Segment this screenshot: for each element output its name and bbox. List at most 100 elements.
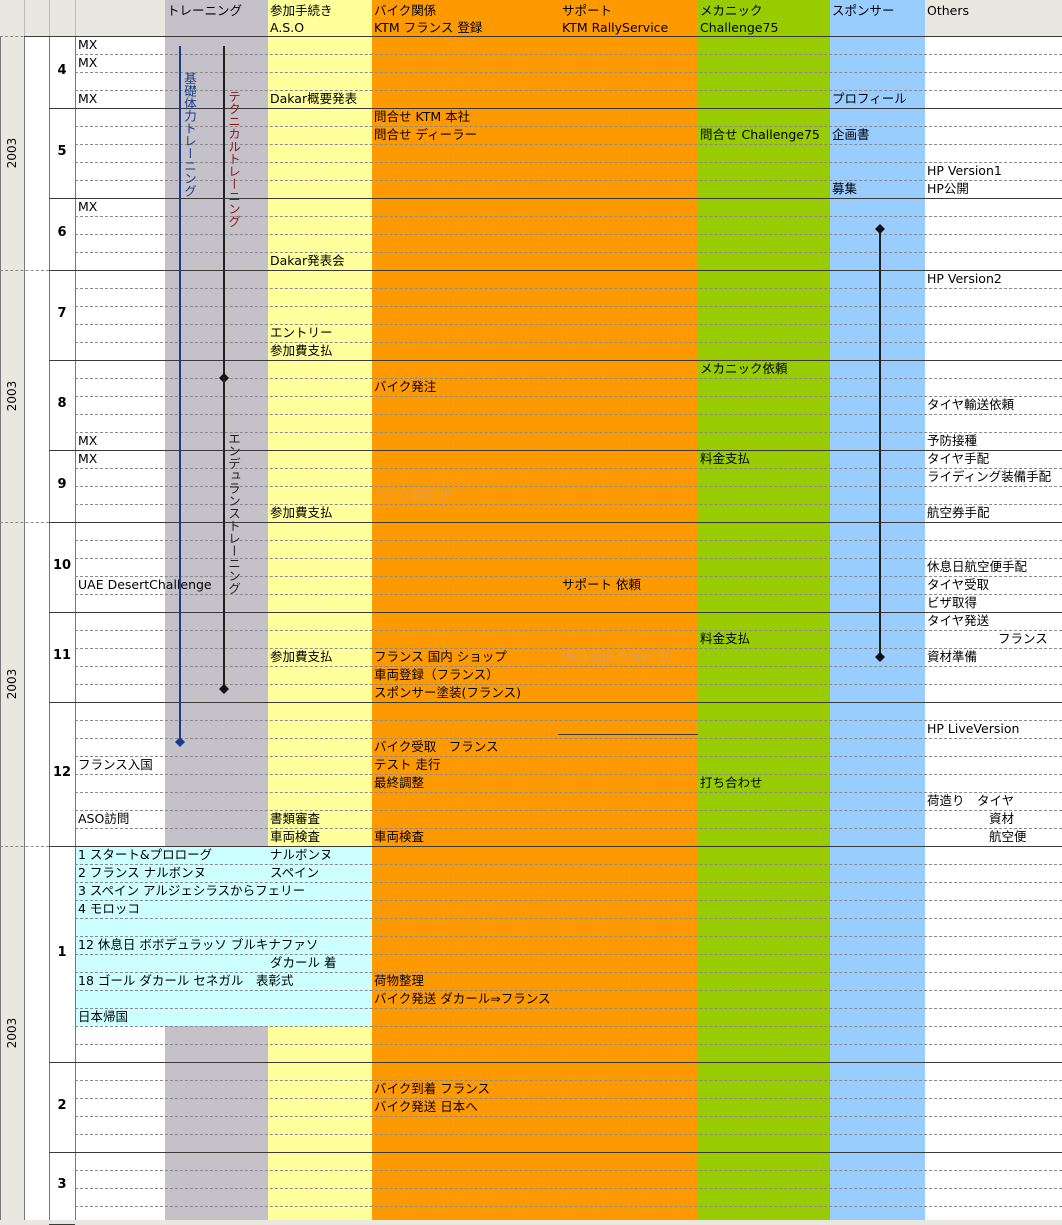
row-line <box>75 288 1062 289</box>
row-line <box>75 828 1062 829</box>
row-line <box>75 270 1062 271</box>
schedule-entry: フランス 国内 ショップ <box>374 649 507 664</box>
month-label: 12 <box>52 765 72 780</box>
schedule-entry: 航空便 <box>989 829 1027 844</box>
header-bike-sub: KTM フランス 登録 <box>374 20 483 35</box>
row-line <box>75 216 1062 217</box>
row-line <box>75 414 1062 415</box>
schedule-entry: 問合せ KTM 本社 <box>374 109 471 124</box>
row-line <box>75 954 1062 955</box>
row-line <box>75 378 1062 379</box>
schedule-entry: 車両検査 <box>270 829 321 844</box>
row-line <box>75 90 1062 91</box>
row-line <box>75 774 1062 775</box>
schedule-entry: スポンサー塗装(フランス) <box>374 685 522 700</box>
row-line <box>75 306 1062 307</box>
row-line <box>75 630 1062 631</box>
schedule-entry: プロフィール <box>832 91 907 106</box>
col-divider <box>75 0 76 36</box>
row-line <box>75 432 1062 433</box>
year-label: 2003 <box>0 846 24 1220</box>
support-divider <box>558 734 698 735</box>
header-entry-sub: A.S.O <box>270 20 305 35</box>
row-line <box>75 396 1062 397</box>
schedule-entry: バイク到着 フランス <box>374 1081 490 1096</box>
month-line <box>49 270 75 271</box>
schedule-entry: 3 スペイン アルジェシラスからフェリー <box>78 883 306 898</box>
row-line <box>75 1152 1062 1153</box>
schedule-entry: HP公開 <box>927 181 969 196</box>
header-mechanic: メカニック <box>700 3 763 18</box>
row-line <box>75 864 1062 865</box>
month-label: 1 <box>57 945 67 960</box>
row-line <box>75 936 1062 937</box>
schedule-entry: HP LiveVersion <box>927 721 1020 736</box>
year-text: 2003 <box>5 137 19 169</box>
schedule-entry: MX <box>78 451 98 466</box>
row-line <box>75 108 1062 109</box>
month-label: 5 <box>57 144 67 159</box>
schedule-entry: タイヤ手配 <box>927 451 990 466</box>
row-line <box>75 1188 1062 1189</box>
month-line <box>49 702 75 703</box>
schedule-entry: 問合せ ディーラー <box>374 127 478 142</box>
schedule-entry: サポート 依頼 <box>562 577 641 592</box>
technical-training-label: テクニカルトレーニング <box>226 90 241 228</box>
schedule-entry: テスト 走行 <box>374 757 441 772</box>
schedule-entry: MX <box>78 433 98 448</box>
row-line <box>75 1206 1062 1207</box>
row-line <box>75 198 1062 199</box>
row-line <box>75 234 1062 235</box>
schedule-entry: 荷物整理 <box>374 973 425 988</box>
schedule-entry: HP Version2 <box>927 271 1002 286</box>
col-divider <box>24 0 25 36</box>
month-line <box>49 522 75 523</box>
year-line <box>0 522 49 523</box>
mechanic-band <box>698 0 830 1220</box>
month-line <box>49 198 75 199</box>
schedule-entry: ナルボンヌ <box>270 847 333 862</box>
basic-training-label: 基礎体力トレーニング <box>182 72 197 197</box>
row-line <box>75 594 1062 595</box>
year-text: 2003 <box>5 380 19 412</box>
header-support-sub: KTM RallyService <box>562 20 669 35</box>
schedule-entry: Dakar概要発表 <box>270 91 358 106</box>
schedule-entry: 資材 <box>989 811 1015 826</box>
schedule-entry: 12 休息日 ボボデュラッソ ブルキナファソ <box>78 937 319 952</box>
header-row-bg <box>0 0 165 36</box>
schedule-entry: 企画書 <box>832 127 870 142</box>
row-line <box>75 684 1062 685</box>
month-line <box>49 1062 75 1063</box>
year-line <box>24 36 49 37</box>
header-bike: バイク関係 <box>374 3 437 18</box>
row-line <box>75 504 1062 505</box>
schedule-entry: 資材準備 <box>927 649 978 664</box>
month-line <box>49 846 75 847</box>
month-label: 6 <box>57 225 67 240</box>
row-line <box>75 324 1062 325</box>
row-line <box>75 648 1062 649</box>
month-line <box>49 612 75 613</box>
row-line <box>75 882 1062 883</box>
year-line <box>0 846 49 847</box>
row-line <box>75 1116 1062 1117</box>
row-line <box>75 666 1062 667</box>
year-label: 2003 <box>0 36 24 270</box>
row-line <box>75 144 1062 145</box>
header-support: サポート <box>562 3 613 18</box>
schedule-entry: HP Version1 <box>927 163 1002 178</box>
others-header-bg <box>925 0 1062 36</box>
schedule-entry: MX <box>78 55 98 70</box>
row-line <box>75 990 1062 991</box>
schedule-entry: 最終調整 <box>374 775 425 790</box>
schedule-entry: 車両登録（フランス） <box>374 667 499 682</box>
row-line <box>75 972 1062 973</box>
row-line <box>75 1044 1062 1045</box>
row-line <box>75 1170 1062 1171</box>
month-label: 4 <box>57 63 67 78</box>
schedule-entry: 料金支払 <box>700 451 751 466</box>
faint-entry: Package Order 10 <box>562 649 674 664</box>
month-label: 8 <box>57 396 67 411</box>
endurance-training-label: エンデュランストレーニング <box>226 432 241 595</box>
schedule-entry: ダカール 着 <box>270 955 337 970</box>
